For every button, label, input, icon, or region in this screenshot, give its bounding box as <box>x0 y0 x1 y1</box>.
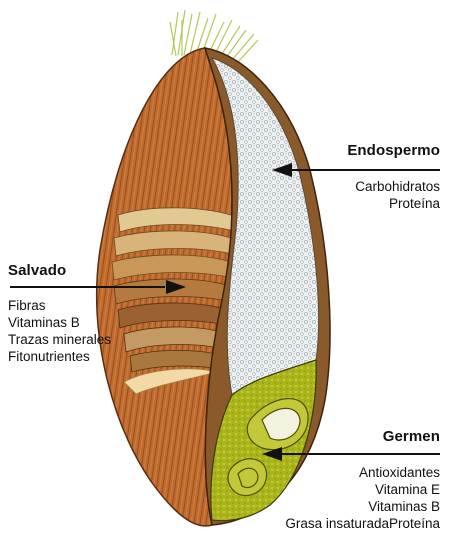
bran-title: Salvado <box>8 262 67 279</box>
bran-nutrient: Vitaminas B <box>8 315 80 330</box>
endosperm-nutrient: Carbohidratos <box>355 179 440 194</box>
germ-nutrient: Vitaminas B <box>368 499 440 514</box>
endosperm-title: Endospermo <box>347 142 440 159</box>
endosperm-nutrients: Carbohidratos Proteína <box>355 178 440 212</box>
germ-title: Germen <box>382 428 440 445</box>
germ-nutrient: Vitamina E <box>374 482 440 497</box>
germ-scutellum-detail <box>227 398 309 497</box>
endosperm-nutrient: Proteína <box>388 196 440 211</box>
germ-nutrient: Antioxidantes <box>358 465 440 480</box>
bran-layer-folds <box>111 207 243 395</box>
germ-nutrients: Antioxidantes Vitamina E Vitaminas B Gra… <box>285 464 440 532</box>
pointer-bran <box>10 280 186 294</box>
bran-nutrients: Fibras Vitaminas B Trazas minerales Fito… <box>8 297 111 365</box>
pointer-germ <box>262 447 440 461</box>
pointer-endosperm <box>272 163 440 177</box>
bran-nutrient: Fibras <box>8 298 46 313</box>
bran-nutrient: Fitonutrientes <box>8 349 90 364</box>
bran-nutrient: Trazas minerales <box>8 332 112 347</box>
germ-nutrient: Grasa insaturadaProteína <box>285 516 440 531</box>
